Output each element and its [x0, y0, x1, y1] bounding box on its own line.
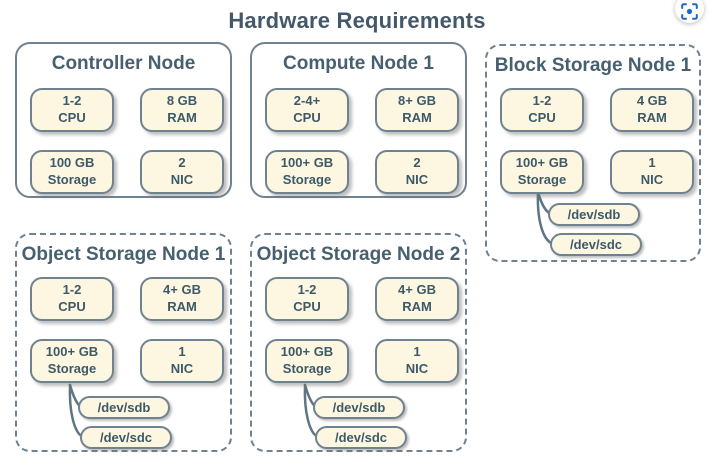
disk-pill-sdb: /dev/sdb [548, 203, 640, 226]
spec-storage: 100+ GB Storage [500, 150, 584, 194]
spec-storage: 100 GB Storage [30, 150, 114, 194]
node-block-storage-1: Block Storage Node 1 1-2 CPU 4 GB RAM 10… [485, 44, 701, 262]
disk-pill-sdc: /dev/sdc [550, 233, 642, 256]
spec-storage: 100+ GB Storage [265, 339, 349, 383]
disk-pill-sdb: /dev/sdb [313, 396, 405, 419]
node-title: Block Storage Node 1 [494, 55, 692, 76]
spec-cpu: 1-2 CPU [265, 277, 349, 321]
spec-ram: 8+ GB RAM [375, 88, 459, 132]
spec-cpu: 1-2 CPU [500, 88, 584, 132]
spec-cpu: 1-2 CPU [30, 88, 114, 132]
spec-ram: 8 GB RAM [140, 88, 224, 132]
spec-ram: 4 GB RAM [610, 88, 694, 132]
spec-nic: 1 NIC [610, 150, 694, 194]
node-title: Object Storage Node 2 [256, 244, 461, 265]
node-title: Object Storage Node 1 [21, 244, 226, 265]
page-title: Hardware Requirements [228, 8, 486, 33]
spec-storage: 100+ GB Storage [265, 150, 349, 194]
node-object-storage-1: Object Storage Node 1 1-2 CPU 4+ GB RAM … [15, 233, 232, 452]
spec-ram: 4+ GB RAM [375, 277, 459, 321]
focus-capture-icon [681, 3, 698, 20]
spec-nic: 2 NIC [375, 150, 459, 194]
node-title: Compute Node 1 [283, 53, 434, 74]
spec-ram: 4+ GB RAM [140, 277, 224, 321]
disk-pill-sdc: /dev/sdc [80, 426, 172, 449]
focus-capture-button[interactable] [675, 0, 704, 23]
node-controller: Controller Node 1-2 CPU 8 GB RAM 100 GB … [15, 42, 232, 198]
spec-nic: 2 NIC [140, 150, 224, 194]
spec-nic: 1 NIC [375, 339, 459, 383]
node-compute-1: Compute Node 1 2-4+ CPU 8+ GB RAM 100+ G… [250, 42, 467, 198]
disk-pill-sdc: /dev/sdc [315, 426, 407, 449]
spec-cpu: 2-4+ CPU [265, 88, 349, 132]
disk-pill-sdb: /dev/sdb [78, 396, 170, 419]
spec-cpu: 1-2 CPU [30, 277, 114, 321]
node-object-storage-2: Object Storage Node 2 1-2 CPU 4+ GB RAM … [250, 233, 467, 452]
spec-storage: 100+ GB Storage [30, 339, 114, 383]
node-title: Controller Node [51, 53, 196, 74]
spec-nic: 1 NIC [140, 339, 224, 383]
